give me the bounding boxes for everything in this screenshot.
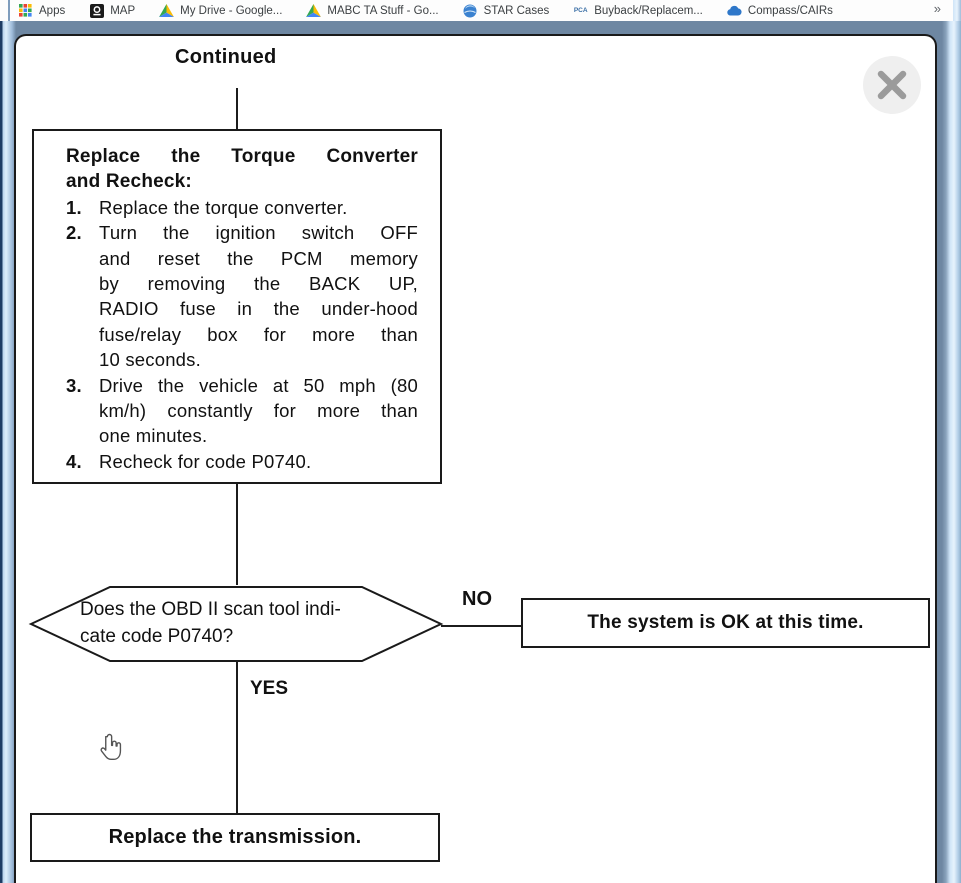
system-ok-label: The system is OK at this time. [587, 612, 864, 633]
bookmark-label: STAR Cases [483, 4, 550, 17]
drive-icon [159, 3, 175, 18]
step-number: 2. [66, 222, 82, 244]
bookmark-label: MAP [110, 4, 136, 17]
step-number: 4. [66, 450, 82, 472]
yes-branch-label: YES [250, 678, 289, 699]
bookmarks-list: Apps MAP My Drive - Google... MABC TA St… [18, 3, 833, 18]
bookmark-item[interactable]: MABC TA Stuff - Go... [306, 3, 439, 18]
bookmark-item[interactable]: MAP [89, 3, 135, 18]
bookmark-item[interactable]: STAR Cases [463, 3, 550, 18]
flowchart-dialog: Continued Replace the Torque Converter a… [14, 34, 937, 883]
step-line: Turn the ignition switch OFF [99, 222, 418, 244]
procedure-step: 4. Recheck for code P0740. [66, 449, 418, 474]
bookmark-item[interactable]: Compass/CAIRs [727, 3, 833, 18]
step-line: RADIO fuse in the under-hood [99, 298, 418, 320]
step-line: fuse/relay box for more than [99, 323, 418, 345]
bookmark-label: MABC TA Stuff - Go... [327, 4, 439, 17]
procedure-step: 3. Drive the vehicle at 50 mph (80 km/h) … [66, 373, 418, 449]
drive-icon [306, 3, 322, 18]
bookmarks-bar: Apps MAP My Drive - Google... MABC TA St… [0, 0, 961, 21]
hexagon-shape [28, 586, 444, 662]
procedure-step: 2. Turn the ignition switch OFF and reset… [66, 220, 418, 372]
step-line: km/h) constantly for more than [99, 400, 418, 422]
step-line: by removing the BACK UP, [99, 273, 418, 295]
bookmark-item[interactable]: Apps [18, 3, 65, 18]
step-line: Recheck for code P0740. [99, 450, 312, 472]
bookmark-item[interactable]: PCA Buyback/Replacem... [573, 3, 703, 18]
decision-line: cate code P0740? [80, 626, 234, 647]
step-number: 1. [66, 196, 82, 218]
globe-icon [463, 3, 478, 18]
procedure-box: Replace the Torque Converter and Recheck… [32, 129, 442, 484]
pca-badge-icon: PCA [573, 7, 588, 14]
step-line: Replace the torque converter. [99, 196, 348, 218]
procedure-steps: 1. Replace the torque converter. 2. Turn… [66, 195, 418, 474]
bookmarks-overflow-chevron-icon[interactable]: » [933, 1, 941, 16]
close-button[interactable] [863, 56, 921, 114]
step-text: Replace the torque converter. [99, 195, 418, 220]
close-icon [877, 70, 907, 100]
decision-hexagon: Does the OBD II scan tool indi- cate cod… [28, 585, 444, 663]
step-line: Drive the vehicle at 50 mph (80 [99, 374, 418, 396]
step-number: 3. [66, 374, 82, 396]
step-line: 10 seconds. [99, 349, 201, 371]
step-text: Drive the vehicle at 50 mph (80 km/h) con… [99, 373, 418, 449]
bookmark-label: Buyback/Replacem... [594, 4, 703, 17]
connector-line [441, 625, 523, 627]
step-text: Recheck for code P0740. [99, 449, 418, 474]
bookmark-label: Compass/CAIRs [747, 4, 833, 17]
bookmark-item[interactable]: My Drive - Google... [159, 3, 282, 18]
procedure-title-line: Replace the Torque Converter [66, 146, 418, 167]
connector-line [236, 660, 238, 813]
apps-grid-icon [18, 3, 33, 18]
decision-question: Does the OBD II scan tool indi- cate cod… [80, 596, 420, 650]
no-branch-label: NO [462, 588, 492, 610]
bookmark-label: Apps [39, 4, 66, 17]
step-text: Turn the ignition switch OFF and reset th… [99, 220, 418, 372]
connector-line [236, 88, 238, 129]
map-icon [89, 3, 104, 18]
procedure-title: Replace the Torque Converter and Recheck… [66, 144, 418, 195]
bookmark-label: My Drive - Google... [180, 4, 283, 17]
decision-line: Does the OBD II scan tool indi- [80, 599, 341, 620]
connector-line [236, 484, 238, 585]
step-line: one minutes. [99, 425, 208, 447]
window-frame-strip [953, 0, 961, 21]
system-ok-box: The system is OK at this time. [521, 598, 930, 648]
window-frame-line [8, 0, 10, 21]
cloud-icon [727, 3, 742, 18]
procedure-title-line: and Recheck: [66, 171, 192, 193]
procedure-step: 1. Replace the torque converter. [66, 195, 418, 220]
replace-transmission-box: Replace the transmission. [30, 813, 440, 862]
step-line: and reset the PCM memory [99, 247, 418, 269]
hand-cursor-icon [98, 733, 124, 763]
replace-transmission-label: Replace the transmission. [108, 826, 362, 848]
continued-label: Continued [175, 46, 277, 68]
